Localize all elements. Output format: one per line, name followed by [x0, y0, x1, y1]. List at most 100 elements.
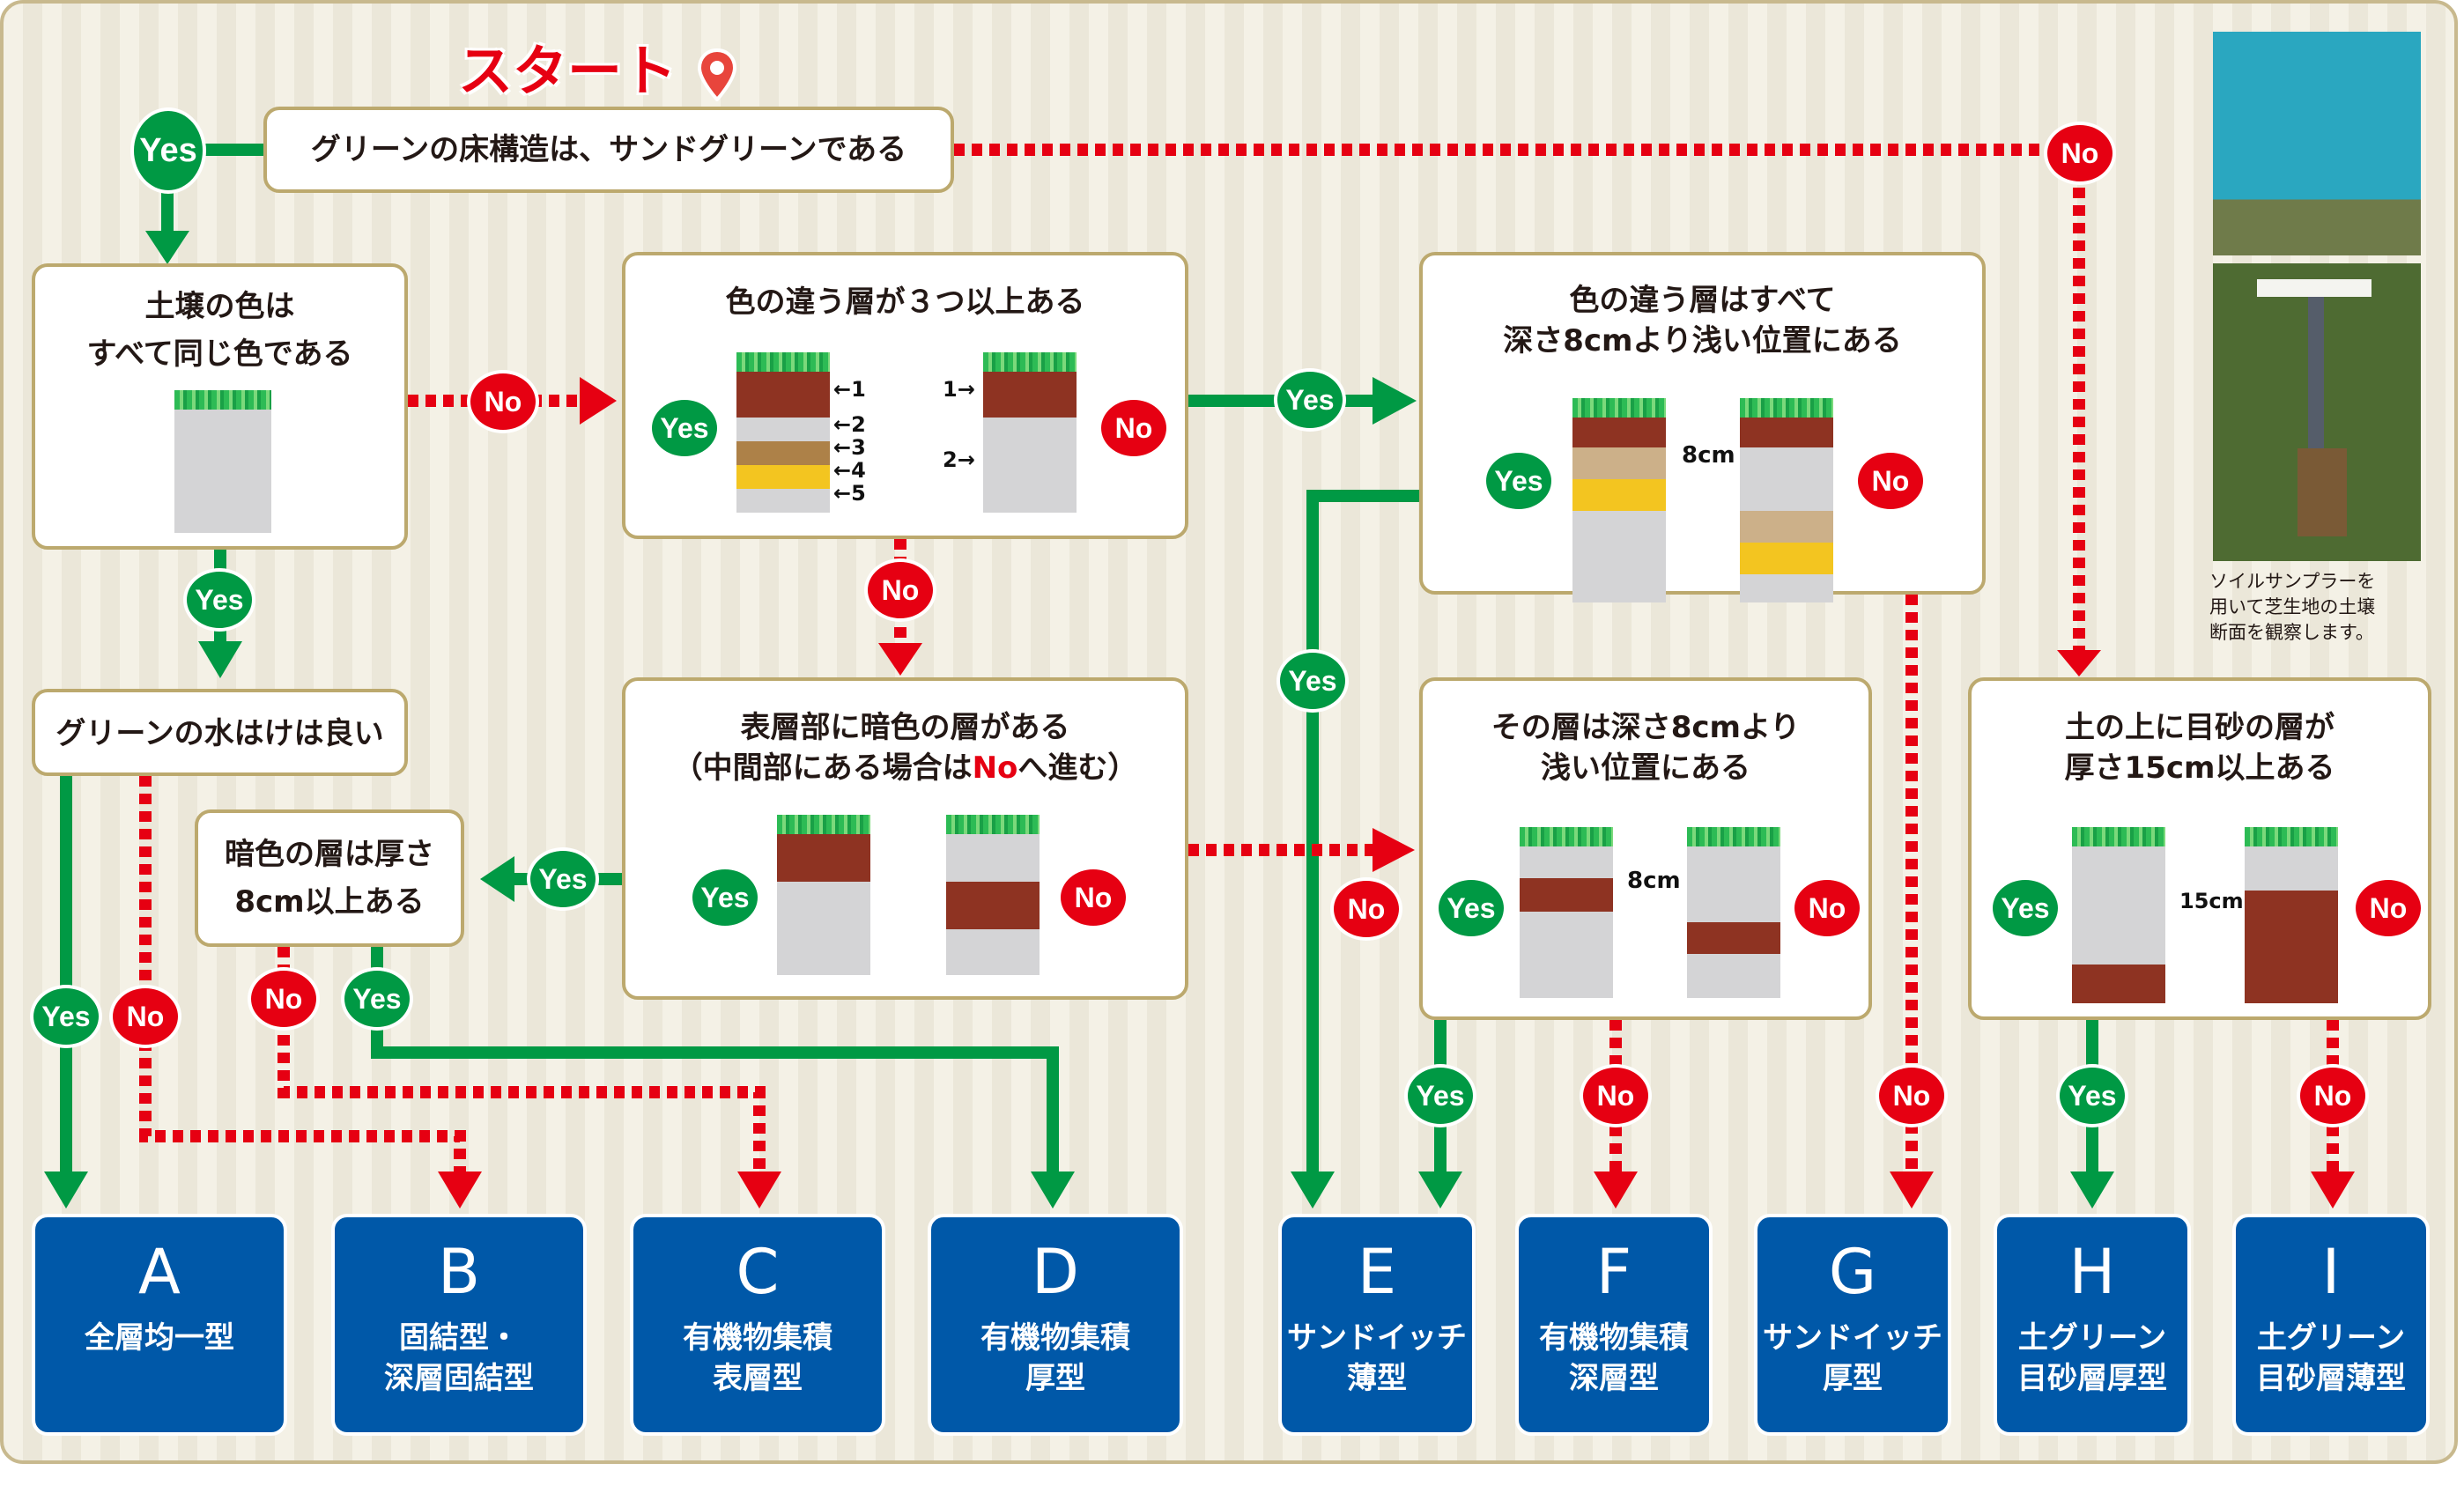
no-badge: No: [467, 370, 539, 433]
result-name: 有機物集積表層型: [633, 1318, 882, 1399]
soil-layer: [777, 834, 870, 882]
layer-number: 5: [851, 481, 866, 506]
question-drainage: グリーンの水はけは良い: [32, 689, 408, 776]
soil-layer: [736, 372, 830, 418]
grass: [1687, 827, 1780, 846]
soil-layer: [2245, 891, 2338, 1003]
soil-diagram-shallow-layers: [1572, 398, 1666, 602]
yes-badge: Yes: [341, 967, 413, 1031]
result-name-line: 表層型: [713, 1361, 803, 1396]
result-letter: D: [1032, 1236, 1079, 1308]
soil-layer: [1740, 574, 1833, 602]
sampler-handle-shape: [2257, 279, 2372, 297]
no-badge: No: [1098, 396, 1170, 460]
soil-diagram-uniform: [174, 390, 271, 533]
result-name-line: サンドイッチ: [1287, 1320, 1467, 1356]
question-line: すべて同じ色である: [86, 336, 353, 372]
result-name-line: 有機物集積: [683, 1320, 832, 1356]
soil-diagram-shallow-dark: [1520, 827, 1613, 998]
result-name-line: 目砂層厚型: [2017, 1361, 2167, 1396]
soil-layer: [1740, 447, 1833, 511]
arrowhead: [878, 643, 922, 676]
question-line: 厚さ15cm以上ある: [2064, 750, 2335, 786]
soil-layer: [736, 489, 830, 513]
question-line: （中間部にある場合はNoへ進む）: [625, 748, 1185, 788]
result-letter: C: [736, 1236, 780, 1308]
result-name: 有機物集積厚型: [931, 1318, 1180, 1399]
question-topdressing-thickness: 土の上に目砂の層が厚さ15cm以上ある Yes 15cm No: [1968, 677, 2431, 1020]
arrowhead: [198, 641, 242, 678]
soil-diagram-deep-layers: [1740, 398, 1833, 602]
question-text: グリーンの床構造は、サンドグリーンである: [310, 132, 907, 167]
grass: [1740, 398, 1833, 418]
arrowhead: [480, 856, 514, 902]
result-name-line: 有機物集積: [980, 1320, 1130, 1356]
question-line: 色の違う層はすべて: [1569, 283, 1836, 318]
question-surface-dark-layer: 表層部に暗色の層がある （中間部にある場合はNoへ進む） Yes No: [622, 677, 1188, 1000]
yes-badge: Yes: [30, 985, 102, 1048]
yes-badge: Yes: [1274, 368, 1346, 432]
result-name-line: 全層均一型: [85, 1320, 234, 1356]
line-q5-no: [139, 776, 466, 1180]
soil-layer: [1740, 418, 1833, 447]
soil-layer: [1572, 447, 1666, 479]
question-soil-color: 土壌の色はすべて同じ色である: [32, 263, 408, 550]
arrowhead: [145, 231, 189, 264]
question-line: 浅い位置にある: [1541, 750, 1750, 786]
result-name-line: 目砂層薄型: [2256, 1361, 2406, 1396]
grass: [983, 352, 1077, 372]
no-badge: No: [2352, 876, 2424, 940]
result-letter: B: [437, 1236, 481, 1308]
yes-badge: Yes: [527, 847, 599, 911]
soil-layer: [1572, 511, 1666, 602]
arrowhead: [2070, 1171, 2114, 1208]
result-name-line: 深層固結型: [384, 1361, 534, 1396]
result-name: 土グリーン目砂層薄型: [2236, 1318, 2426, 1399]
grass: [946, 815, 1040, 834]
arrowhead: [1031, 1171, 1075, 1208]
no-badge: No: [1791, 876, 1863, 940]
result-name: 土グリーン目砂層厚型: [1997, 1318, 2187, 1399]
result-name: 有機物集積深層型: [1519, 1318, 1709, 1399]
yes-badge: Yes: [1989, 876, 2061, 940]
no-badge: No: [1057, 866, 1129, 929]
arrowhead: [2057, 650, 2101, 676]
result-name: 全層均一型: [35, 1318, 284, 1358]
arrowhead: [1291, 1171, 1335, 1208]
no-badge: No: [109, 985, 181, 1048]
result-d: D 有機物集積厚型: [928, 1214, 1183, 1436]
arrowhead: [737, 1171, 781, 1208]
yes-badge: Yes: [648, 396, 721, 460]
result-name-line: 土グリーン: [2256, 1320, 2406, 1356]
depth-label: 8cm: [1682, 442, 1735, 469]
result-name: サンドイッチ薄型: [1282, 1318, 1472, 1399]
yes-badge: Yes: [1404, 1064, 1476, 1127]
layer-label: ←5: [833, 481, 866, 506]
grass: [2072, 827, 2165, 846]
question-text: その層は深さ8cmより浅い位置にある: [1423, 707, 1868, 788]
arrowhead: [1418, 1171, 1462, 1208]
result-name: 固結型・深層固結型: [335, 1318, 583, 1399]
question-text: 土壌の色はすべて同じ色である: [35, 286, 404, 374]
depth-label: 15cm: [2179, 889, 2244, 913]
soil-layer: [946, 882, 1040, 929]
arrowhead: [1594, 1171, 1638, 1208]
soil-diagram-two-layers: [983, 352, 1077, 513]
grass: [1520, 827, 1613, 846]
result-name: サンドイッチ厚型: [1757, 1318, 1948, 1399]
soil-layer: [2245, 846, 2338, 891]
grass: [777, 815, 870, 834]
arrowhead: [1373, 828, 1415, 872]
arrowhead: [580, 377, 617, 425]
no-badge: No: [1876, 1064, 1948, 1127]
soil-layer: [1520, 878, 1613, 912]
soil-layer: [1520, 846, 1613, 878]
soil-diagram-middle-dark: [946, 815, 1040, 975]
caption-line: 用いて芝生地の土壌: [2209, 596, 2376, 617]
no-badge: No: [1330, 877, 1402, 941]
result-name-line: 厚型: [1025, 1361, 1085, 1396]
